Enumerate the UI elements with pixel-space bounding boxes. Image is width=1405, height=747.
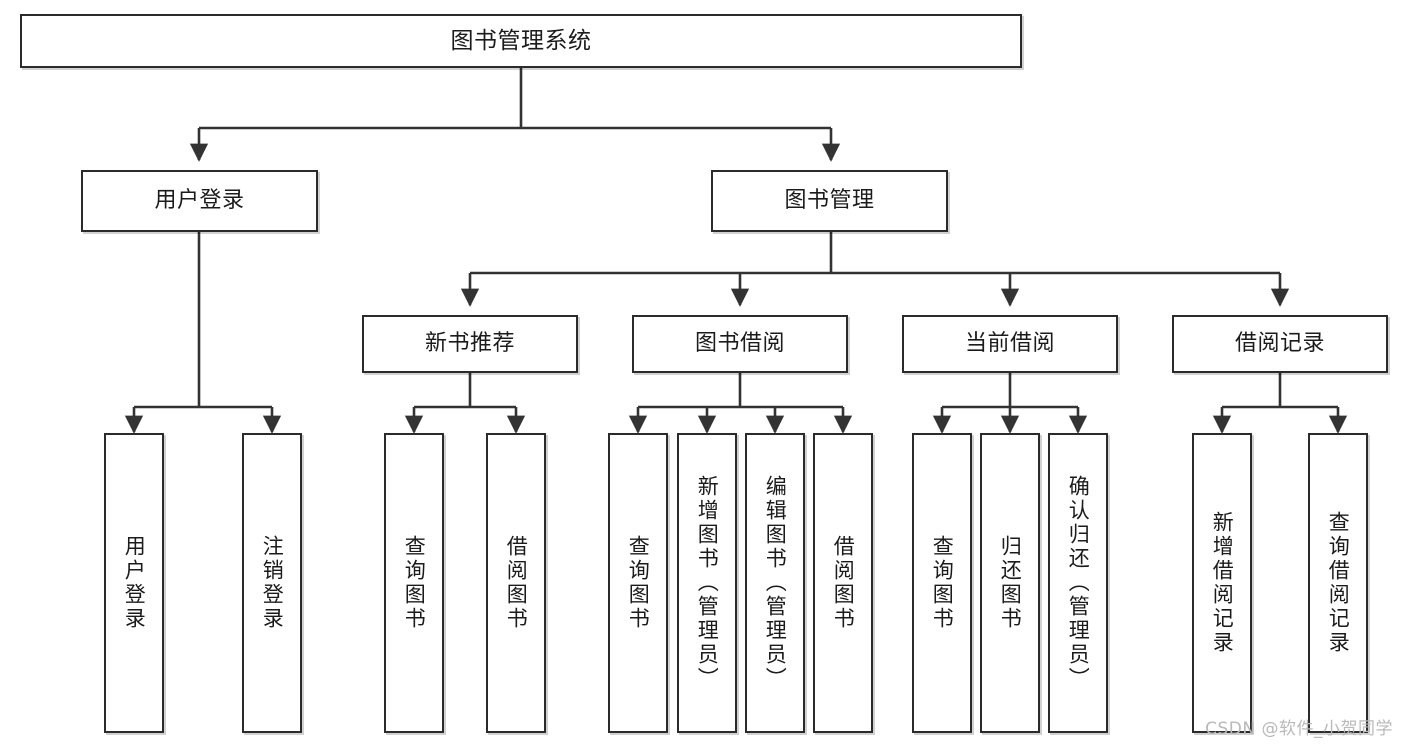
- node-label: 确认归还（管理员）: [1066, 475, 1091, 691]
- node-label: 查询图书: [626, 535, 651, 631]
- node-book-borrow[interactable]: 图书借阅: [632, 315, 848, 373]
- node-label: 借阅图书: [504, 535, 529, 631]
- node-label: 查询借阅记录: [1326, 511, 1351, 655]
- node-label: 借阅记录: [1234, 331, 1325, 357]
- leaf-logout-login[interactable]: 注销登录: [242, 433, 302, 733]
- leaf-confirm-return[interactable]: 确认归还（管理员）: [1048, 433, 1108, 733]
- node-label: 图书管理系统: [450, 27, 592, 54]
- node-book-management[interactable]: 图书管理: [711, 170, 948, 232]
- node-new-book-recommend[interactable]: 新书推荐: [362, 315, 578, 373]
- leaf-borrow-book-recommend[interactable]: 借阅图书: [486, 433, 546, 733]
- csdn-watermark: CSDN @软件_小贺同学: [1205, 719, 1393, 739]
- leaf-query-book-borrow[interactable]: 查询图书: [608, 433, 668, 733]
- node-label: 归还图书: [998, 535, 1023, 631]
- node-label: 图书借阅: [694, 331, 785, 357]
- node-label: 新书推荐: [424, 331, 515, 357]
- node-label: 新增借阅记录: [1210, 511, 1235, 655]
- leaf-add-borrow-record[interactable]: 新增借阅记录: [1192, 433, 1252, 733]
- leaf-return-book[interactable]: 归还图书: [980, 433, 1040, 733]
- leaf-query-book-current[interactable]: 查询图书: [912, 433, 972, 733]
- node-label: 查询图书: [402, 535, 427, 631]
- leaf-query-borrow-record[interactable]: 查询借阅记录: [1308, 433, 1368, 733]
- leaf-user-login[interactable]: 用户登录: [104, 433, 164, 733]
- node-current-borrow[interactable]: 当前借阅: [902, 315, 1118, 373]
- node-label: 用户登录: [122, 535, 147, 631]
- node-label: 编辑图书（管理员）: [763, 475, 788, 691]
- node-user-login[interactable]: 用户登录: [81, 170, 318, 232]
- leaf-borrow-book[interactable]: 借阅图书: [813, 433, 873, 733]
- leaf-add-book[interactable]: 新增图书（管理员）: [677, 433, 737, 733]
- leaf-edit-book[interactable]: 编辑图书（管理员）: [745, 433, 805, 733]
- leaf-query-book-recommend[interactable]: 查询图书: [384, 433, 444, 733]
- node-label: 图书管理: [784, 188, 875, 214]
- node-label: 新增图书（管理员）: [695, 475, 720, 691]
- node-label: 注销登录: [260, 535, 285, 631]
- node-label: 查询图书: [930, 535, 955, 631]
- node-label: 借阅图书: [831, 535, 856, 631]
- node-label: 当前借阅: [964, 331, 1055, 357]
- node-root-system[interactable]: 图书管理系统: [20, 14, 1022, 68]
- node-borrow-record[interactable]: 借阅记录: [1172, 315, 1388, 373]
- node-label: 用户登录: [154, 188, 245, 214]
